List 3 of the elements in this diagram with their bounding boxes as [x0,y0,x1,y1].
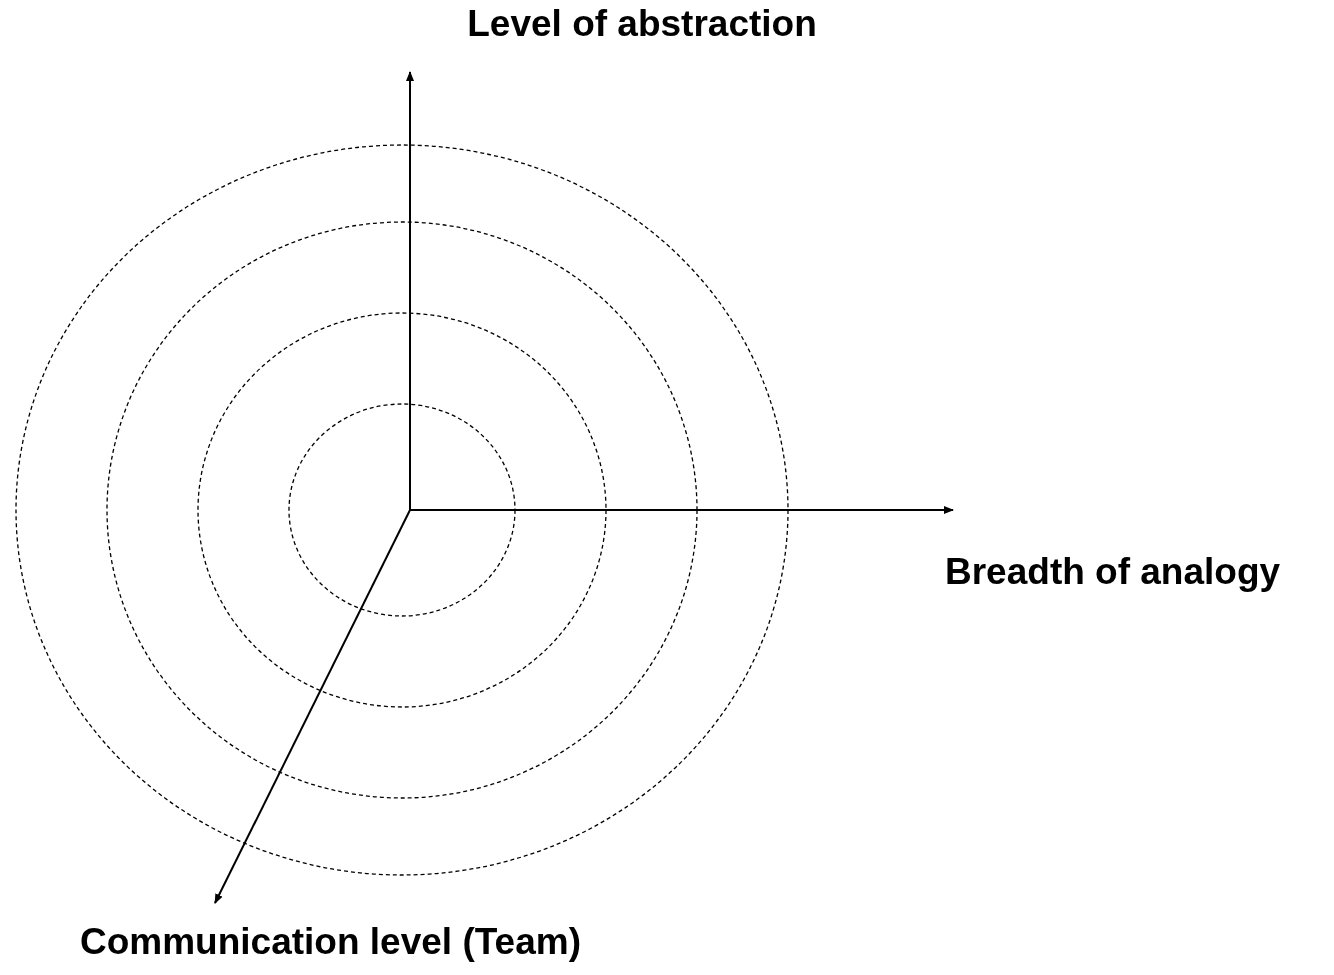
axis-label: Communication level (Team) [80,922,581,963]
axis-label: Breadth of analogy [945,552,1281,593]
axis-label: Level of abstraction [467,4,817,45]
